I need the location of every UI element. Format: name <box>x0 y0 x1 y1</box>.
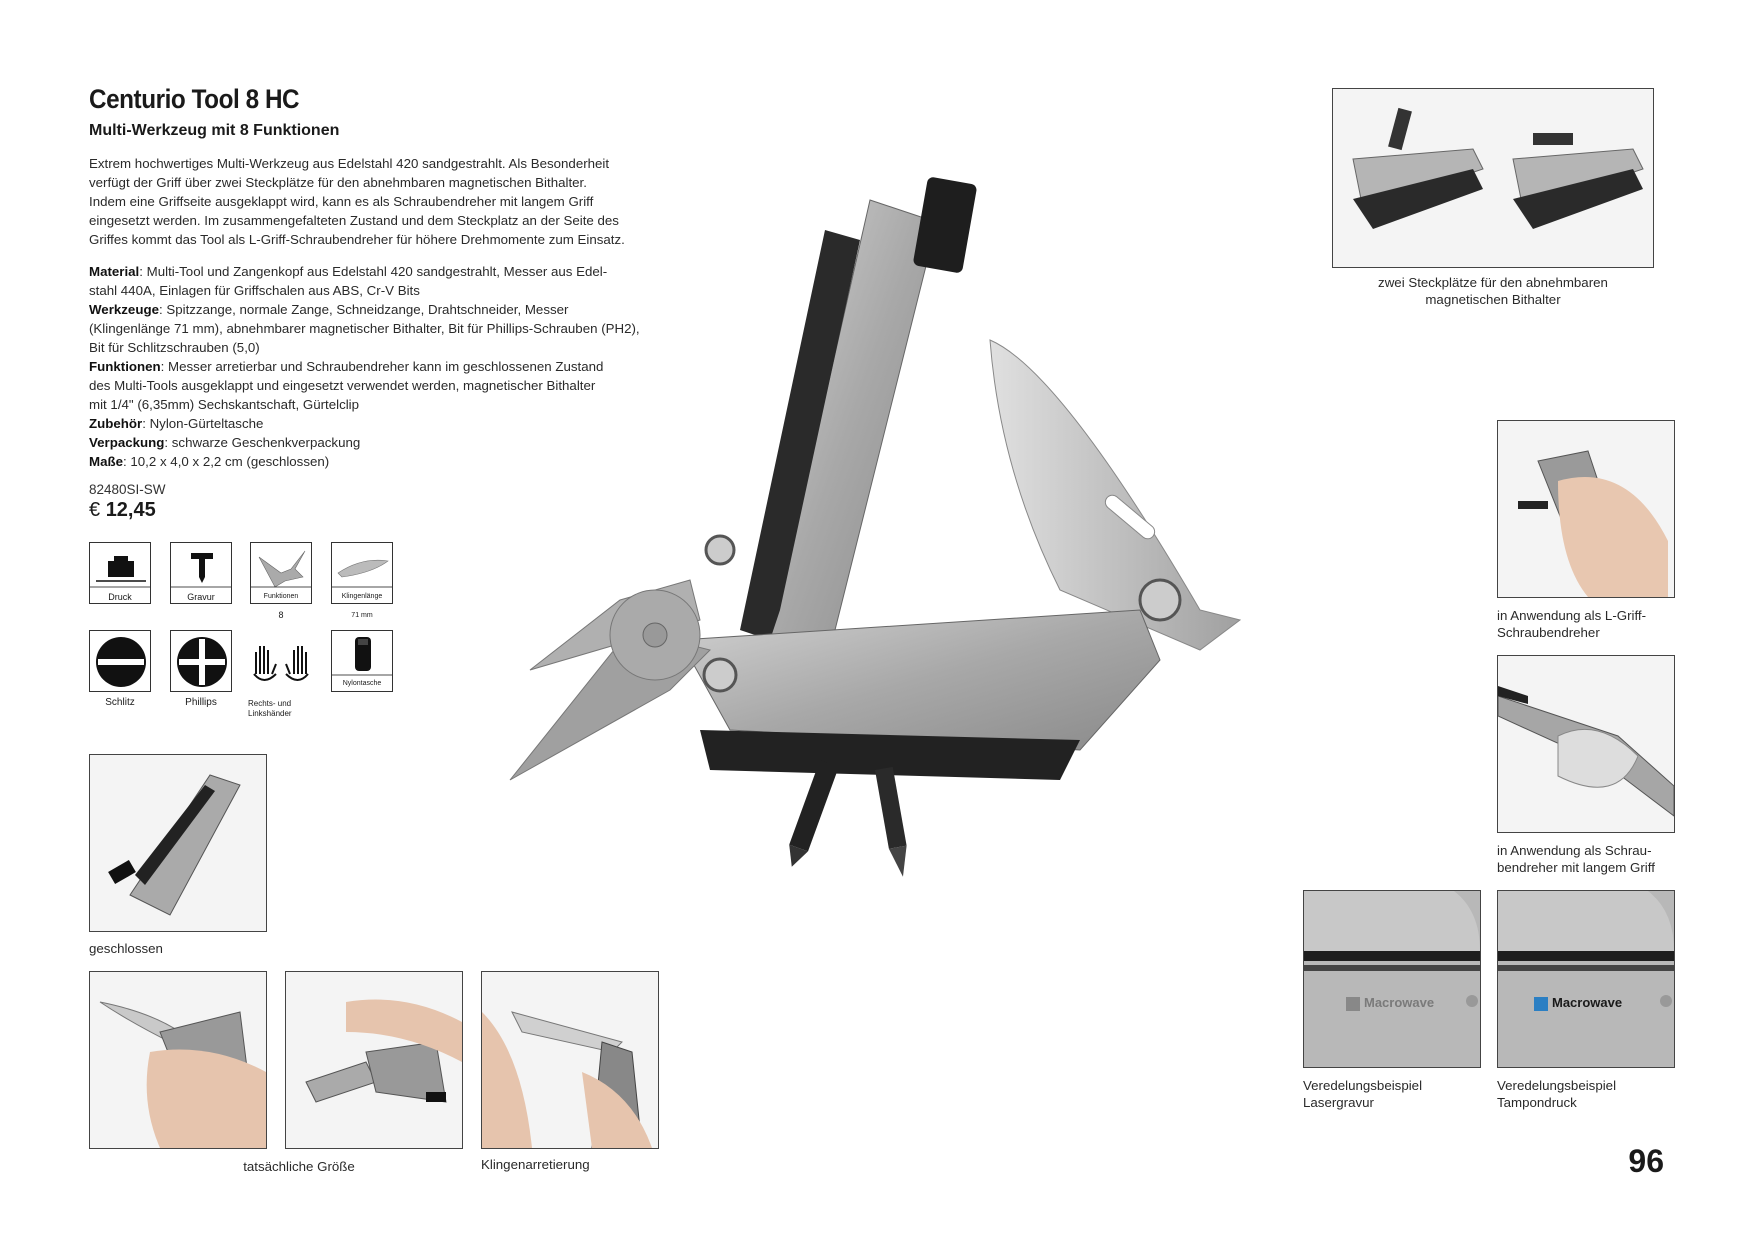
logo-laser: Macrowave <box>1364 995 1435 1010</box>
spec-werkzeuge: Werkzeuge: Spitzzange, normale Zange, Sc… <box>89 302 569 317</box>
spec-funktionen-cont: des Multi-Tools ausgeklappt und eingeset… <box>89 378 596 393</box>
hands-label-1: Rechts- und <box>248 699 292 708</box>
caption-line: bendreher mit langem Griff <box>1497 860 1655 875</box>
spec-label: Funktionen <box>89 359 161 374</box>
product-subtitle: Multi-Werkzeug mit 8 Funktionen <box>89 122 340 139</box>
caption-line: Tampondruck <box>1497 1095 1577 1110</box>
product-description: Extrem hochwertiges Multi-Werkzeug aus E… <box>89 154 769 249</box>
funktionen-value: 8 <box>278 610 284 620</box>
photo-tampondruck: Macrowave <box>1497 890 1675 1068</box>
caption-line: Veredelungsbeispiel <box>1303 1078 1423 1093</box>
phillips-icon <box>170 630 232 692</box>
druck-icon <box>89 542 151 604</box>
hands-label-2: Linkshänder <box>248 709 292 718</box>
spec-value: schwarze Geschenkverpackung <box>171 435 361 450</box>
caption-arretierung: Klingenarretierung <box>481 1157 590 1172</box>
description-line: verfügt der Griff über zwei Steckplätze … <box>89 175 587 190</box>
page-number: 96 <box>1628 1143 1664 1179</box>
spec-value: 10,2 x 4,0 x 2,2 cm (geschlossen) <box>130 454 330 469</box>
klingenlaenge-label: Klingenlänge <box>341 593 383 600</box>
nylon-pouch-icon <box>331 630 393 692</box>
product-specs: Material: Multi-Tool und Zangenkopf aus … <box>89 262 769 471</box>
description-line: Indem eine Griffseite ausgeklappt wird, … <box>89 194 594 209</box>
caption-steckplaetze: zwei Steckplätze für den abnehmbaren mag… <box>1332 274 1654 308</box>
schlitz-icon <box>89 630 151 692</box>
spec-zubehoer: Zubehör: Nylon-Gürteltasche <box>89 416 264 431</box>
caption-langer-griff: in Anwendung als Schrau- bendreher mit l… <box>1497 842 1655 876</box>
phillips-label: Phillips <box>185 697 217 708</box>
caption-lgriff: in Anwendung als L-Griff- Schraubendrehe… <box>1497 607 1646 641</box>
schlitz-label: Schlitz <box>105 697 135 708</box>
spec-value: Messer arretierbar und Schraubendreher k… <box>168 359 604 374</box>
logo-tampon: Macrowave <box>1552 995 1623 1010</box>
caption-line: magnetischen Bithalter <box>1425 292 1561 307</box>
spec-label: Material <box>89 264 140 279</box>
photo-zange <box>285 971 463 1149</box>
caption-geschlossen: geschlossen <box>89 941 163 956</box>
spec-material-cont: stahl 440A, Einlagen für Griffschalen au… <box>89 283 420 298</box>
currency: € <box>89 499 101 521</box>
caption-line: in Anwendung als Schrau- <box>1497 843 1652 858</box>
caption-groesse: tatsächliche Größe <box>243 1159 355 1174</box>
description-line: Griffes kommt das Tool als L-Griff-Schra… <box>89 232 625 247</box>
gravur-icon <box>170 542 232 604</box>
spec-label: Verpackung <box>89 435 165 450</box>
article-number: 82480SI-SW <box>89 482 166 497</box>
blade-icon <box>331 542 393 604</box>
caption-line: Schraubendreher <box>1497 625 1600 640</box>
photo-geschlossen <box>89 754 267 932</box>
product-title: Centurio Tool 8 HC <box>89 84 300 114</box>
caption-line: in Anwendung als L-Griff- <box>1497 608 1647 623</box>
caption-lasergravur: Veredelungsbeispiel Lasergravur <box>1303 1077 1422 1111</box>
photo-langer-griff <box>1497 655 1675 833</box>
photo-lasergravur: Macrowave <box>1303 890 1481 1068</box>
spec-value: Nylon-Gürteltasche <box>149 416 264 431</box>
spec-funktionen-cont: mit 1/4" (6,35mm) Sechskantschaft, Gürte… <box>89 397 360 412</box>
photo-groesse <box>89 971 267 1149</box>
caption-line: Lasergravur <box>1303 1095 1374 1110</box>
spec-funktionen: Funktionen: Messer arretierbar und Schra… <box>89 359 604 374</box>
description-line: eingesetzt werden. Im zusammengefalteten… <box>89 213 619 228</box>
caption-line: Veredelungsbeispiel <box>1497 1078 1617 1093</box>
price-value: 12,45 <box>105 499 156 521</box>
spec-werkzeuge-cont: (Klingenlänge 71 mm), abnehmbarer magnet… <box>89 321 640 336</box>
spec-masse: Maße: 10,2 x 4,0 x 2,2 cm (geschlossen) <box>89 454 330 469</box>
price: € 12,45 <box>89 499 156 522</box>
main-product-image <box>500 170 1320 990</box>
spec-value: Multi-Tool und Zangenkopf aus Edelstahl … <box>146 264 608 279</box>
spec-verpackung: Verpackung: schwarze Geschenkverpackung <box>89 435 361 450</box>
funktionen-label: Funktionen <box>263 593 299 600</box>
photo-lgriff <box>1497 420 1675 598</box>
spec-label: Zubehör <box>89 416 143 431</box>
hands-icon <box>250 630 312 692</box>
spec-label: Maße <box>89 454 123 469</box>
klingenlaenge-value: 71 mm <box>351 612 373 619</box>
caption-tampondruck: Veredelungsbeispiel Tampondruck <box>1497 1077 1616 1111</box>
multitool-icon <box>250 542 312 604</box>
caption-line: zwei Steckplätze für den abnehmbaren <box>1378 275 1608 290</box>
nylontasche-label: Nylontasche <box>342 680 382 687</box>
spec-value: Spitzzange, normale Zange, Schneidzange,… <box>166 302 569 317</box>
photo-arretierung <box>481 971 659 1149</box>
spec-material: Material: Multi-Tool und Zangenkopf aus … <box>89 264 608 279</box>
description-line: Extrem hochwertiges Multi-Werkzeug aus E… <box>89 156 610 171</box>
gravur-label: Gravur <box>187 592 215 602</box>
spec-label: Werkzeuge <box>89 302 159 317</box>
photo-steckplaetze <box>1332 88 1654 268</box>
spec-werkzeuge-cont: Bit für Schlitzschrauben (5,0) <box>89 340 260 355</box>
druck-label: Druck <box>108 592 132 602</box>
